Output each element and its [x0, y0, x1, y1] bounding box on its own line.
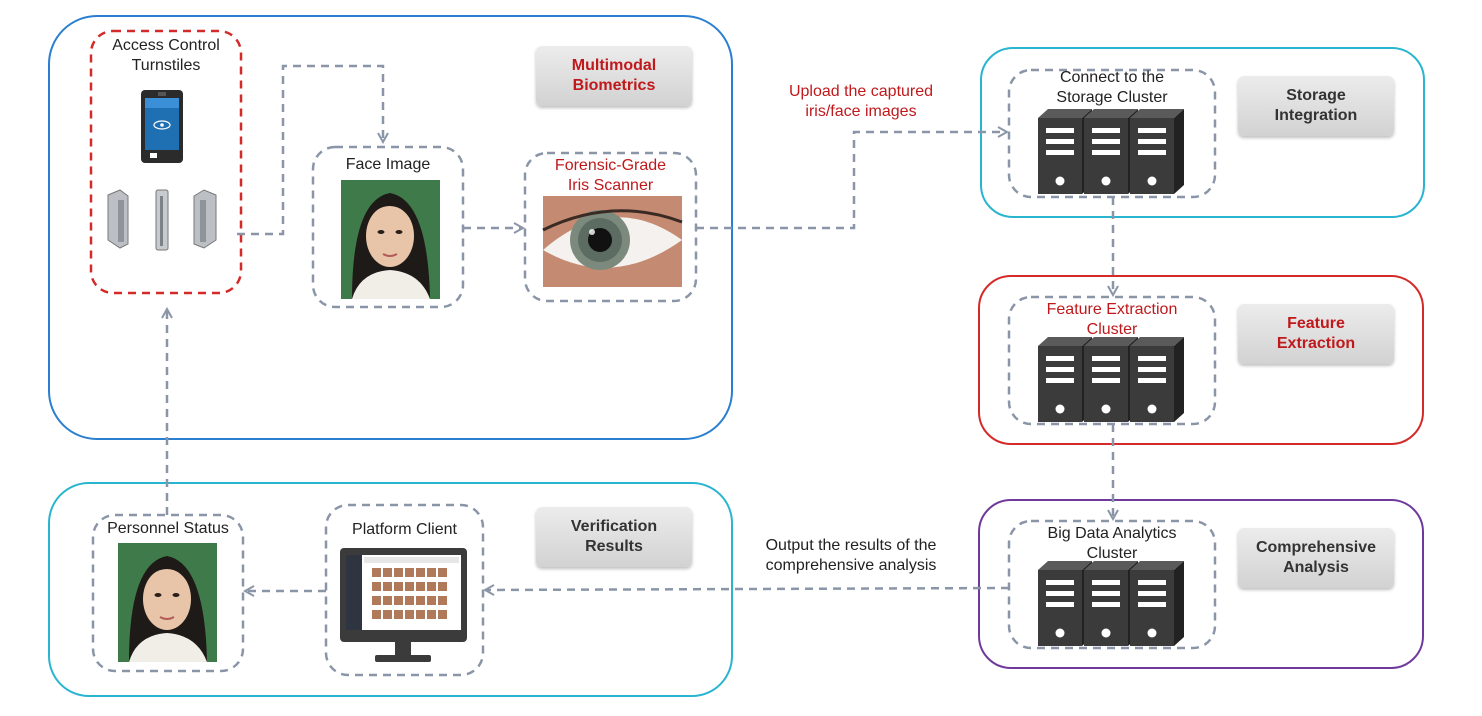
turnstiles-label-line-2: Turnstiles — [131, 57, 201, 74]
storage-cluster-label: Connect to the Storage Cluster — [1009, 68, 1215, 108]
edge-iris-to-storage — [696, 132, 1007, 230]
edge-analysis-to-platform — [485, 588, 1010, 590]
analytics-cluster-node-frame — [1007, 519, 1217, 650]
multimodal-badge-line-2: Biometrics — [572, 77, 656, 94]
output-label-line-1: Output the results of the — [765, 537, 937, 554]
face-image-photo — [341, 180, 440, 299]
upload-label-line-1: Upload the captured — [788, 83, 934, 100]
face-image-label: Face Image — [345, 156, 431, 173]
platform-client-label: Platform Client — [352, 521, 457, 538]
verification-badge-line-2: Results — [585, 538, 643, 555]
analytics-cluster-label: Big Data Analytics Cluster — [1009, 524, 1215, 564]
iris-scanner-label-line-1: Forensic-Grade — [554, 157, 667, 174]
feature-group-frame — [978, 275, 1424, 445]
feature-servers-icon — [1038, 337, 1184, 422]
feature-cluster-label: Feature Extraction Cluster — [1009, 300, 1215, 340]
storage-badge-line-2: Integration — [1274, 107, 1358, 124]
output-edge-label: Output the results of the comprehensive … — [738, 536, 964, 576]
analysis-group-frame — [978, 499, 1424, 669]
turnstile-gates-icon — [107, 189, 217, 251]
personnel-status-photo — [118, 543, 217, 662]
storage-badge-line-1: Storage — [1286, 87, 1346, 104]
feature-cluster-label-line-2: Cluster — [1086, 321, 1138, 338]
feature-cluster-label-line-1: Feature Extraction — [1046, 301, 1178, 318]
turnstiles-label-line-1: Access Control — [112, 37, 220, 54]
analytics-servers-icon — [1038, 561, 1184, 646]
iris-scanner-label: Forensic-Grade Iris Scanner — [525, 156, 696, 196]
storage-cluster-label-line-2: Storage Cluster — [1056, 89, 1168, 106]
feature-badge-line-1: Feature — [1287, 315, 1345, 332]
output-label-line-2: comprehensive analysis — [765, 557, 937, 574]
analysis-badge-line-2: Analysis — [1283, 559, 1349, 576]
analysis-badge-line-1: Comprehensive — [1255, 539, 1377, 556]
upload-label-line-2: iris/face images — [805, 103, 917, 120]
personnel-status-label: Personnel Status — [107, 520, 229, 537]
edge-turnstiles-to-face — [237, 64, 383, 236]
iris-eye-photo — [542, 196, 683, 287]
storage-cluster-label-line-1: Connect to the — [1059, 69, 1165, 86]
verification-badge-line-1: Verification — [570, 518, 658, 535]
iris-scanner-label-line-2: Iris Scanner — [567, 177, 654, 194]
upload-edge-label: Upload the captured iris/face images — [756, 82, 966, 122]
platform-monitor-icon — [340, 548, 467, 662]
access-terminal-icon — [141, 90, 183, 163]
analytics-cluster-label-line-2: Cluster — [1086, 545, 1138, 562]
verification-group-frame — [48, 482, 733, 697]
analytics-cluster-label-line-1: Big Data Analytics — [1047, 525, 1177, 542]
turnstiles-label: Access Control Turnstiles — [91, 36, 241, 76]
multimodal-badge-line-1: Multimodal — [571, 57, 657, 74]
storage-servers-icon — [1038, 109, 1184, 194]
feature-badge-line-2: Extraction — [1276, 335, 1356, 352]
